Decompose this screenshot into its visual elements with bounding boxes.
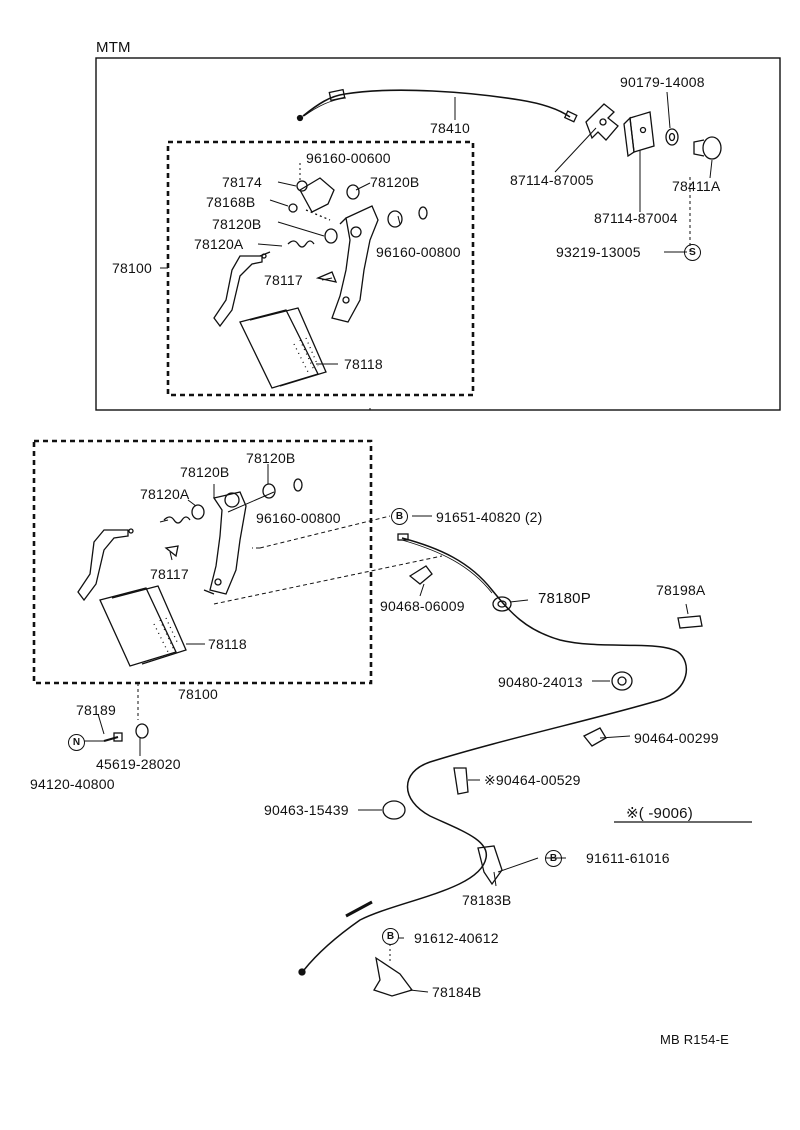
label-78120b-lower: 78120B [180,464,230,480]
lower-cable-parts [103,565,703,997]
label-90468-06009: 90468-06009 [380,598,465,614]
upper-bracket-78174 [296,177,335,213]
label-78198a: 78198A [656,582,706,598]
accelerator-cable-upper [296,88,578,123]
label-78189: 78189 [76,702,116,718]
lower-small-parts [163,478,303,558]
accelerator-cable-lower [298,533,687,976]
cable-clip-87004 [623,111,655,158]
label-90480-24013: 90480-24013 [498,674,583,690]
label-90179-14008: 90179-14008 [620,74,705,90]
label-78100-lower: 78100 [178,686,218,702]
label-96160-00800-lower: 96160-00800 [256,510,341,526]
label-78120b-top: 78120B [246,450,296,466]
stopper-78411a [693,136,722,160]
label-78118-lower: 78118 [208,636,247,652]
symbol-nut: N [68,734,85,751]
symbol-bolt-3: B [382,928,399,945]
label-90464-00529: ※90464-00529 [484,772,581,788]
label-78410: 78410 [430,120,470,136]
label-78117-upper: 78117 [264,272,303,288]
lower-pedal-bracket [203,491,247,595]
label-78174: 78174 [222,174,262,190]
label-78120b-left: 78120B [212,216,262,232]
nut-90179 [665,128,679,146]
label-78118-upper: 78118 [344,356,383,372]
label-91612-40612: 91612-40612 [414,930,499,946]
symbol-bolt-1: B [391,508,408,525]
date-note: ※( -9006) [626,805,693,822]
label-78184b: 78184B [432,984,482,1000]
label-96160-00800: 96160-00800 [376,244,461,260]
lower-pedal-arm [77,528,134,602]
label-87114-87004: 87114-87004 [594,210,678,226]
diagram-code: MB R154-E [660,1032,729,1047]
label-78100-upper: 78100 [112,260,152,276]
lower-accel-pad [99,585,187,667]
label-94120-40800: 94120-40800 [30,776,115,792]
label-78120a-lower: 78120A [140,486,190,502]
label-78120b-right: 78120B [370,174,420,190]
lower-pedal-assy-dashed-box [32,439,373,685]
label-91611-61016: 91611-61016 [586,850,670,866]
symbol-stud: S [684,244,701,261]
label-78168b: 78168B [206,194,256,210]
upper-leader-lines [160,91,713,410]
section-title: MTM [96,39,131,56]
upper-pedal-bracket [331,205,379,323]
label-91651-40820: 91651-40820 (2) [436,509,543,525]
label-93219-13005: 93219-13005 [556,244,641,260]
upper-small-parts [287,184,428,283]
upper-accel-pad [239,307,327,389]
label-78120a: 78120A [194,236,244,252]
label-90464-00299: 90464-00299 [634,730,719,746]
upper-panel-frame [95,57,781,411]
label-45619-28020: 45619-28020 [96,756,181,772]
cable-clip-87005 [585,103,619,141]
lower-leader-lines [84,464,752,993]
upper-pedal-assy-dashed-box [166,140,475,397]
label-78117-lower: 78117 [150,566,189,582]
label-90463-15439: 90463-15439 [264,802,349,818]
label-87114-87005: 87114-87005 [510,172,594,188]
label-78183b: 78183B [462,892,512,908]
label-96160-00600: 96160-00600 [306,150,391,166]
symbol-bolt-2: B [545,850,562,867]
upper-pedal-arm [213,251,271,328]
label-78180p: 78180P [538,590,591,607]
label-78411a: 78411A [672,178,721,194]
